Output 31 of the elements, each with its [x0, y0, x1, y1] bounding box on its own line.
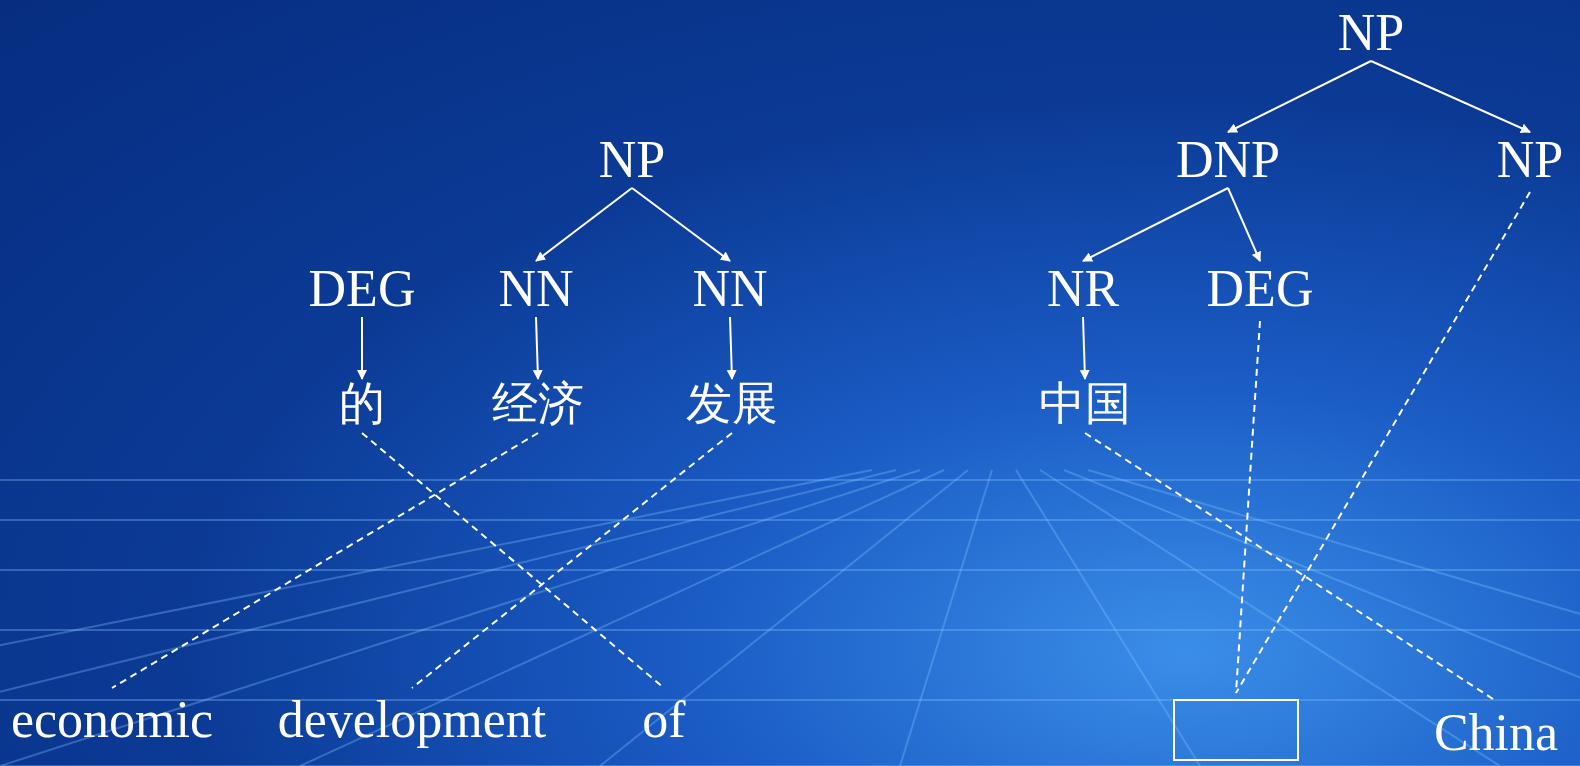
arrow: [1227, 60, 1372, 133]
tree-label: NP: [1496, 134, 1564, 186]
dashed-line: [111, 432, 539, 689]
empty-box: [1173, 699, 1299, 761]
dashed-line: [1235, 191, 1531, 694]
arrow: [1082, 187, 1229, 262]
tree-label: economic: [10, 694, 214, 746]
arrow: [631, 187, 731, 262]
tree-label: DEG: [1206, 263, 1314, 315]
tree-label: NN: [498, 263, 574, 315]
word: 的: [339, 381, 385, 427]
tree-label: China: [1433, 707, 1559, 759]
arrow: [357, 316, 367, 380]
tree-label: NN: [692, 263, 768, 315]
tree-label: NP: [1337, 7, 1405, 59]
arrow: [1079, 316, 1090, 380]
arrow: [532, 316, 543, 380]
tree-label: DEG: [308, 263, 416, 315]
tree-label: NP: [598, 134, 666, 186]
tree-label: NR: [1046, 263, 1120, 315]
tree-label: DNP: [1176, 134, 1280, 186]
arrow: [1227, 187, 1261, 262]
arrow: [726, 316, 737, 380]
tree-label: development: [277, 694, 547, 746]
arrow: [1370, 60, 1531, 133]
tree-label: of: [642, 694, 686, 746]
word: 发展: [686, 381, 778, 427]
word: 中国: [1039, 381, 1131, 427]
arrow: [535, 187, 633, 262]
word: 经济: [492, 381, 584, 427]
dashed-line: [411, 432, 733, 689]
